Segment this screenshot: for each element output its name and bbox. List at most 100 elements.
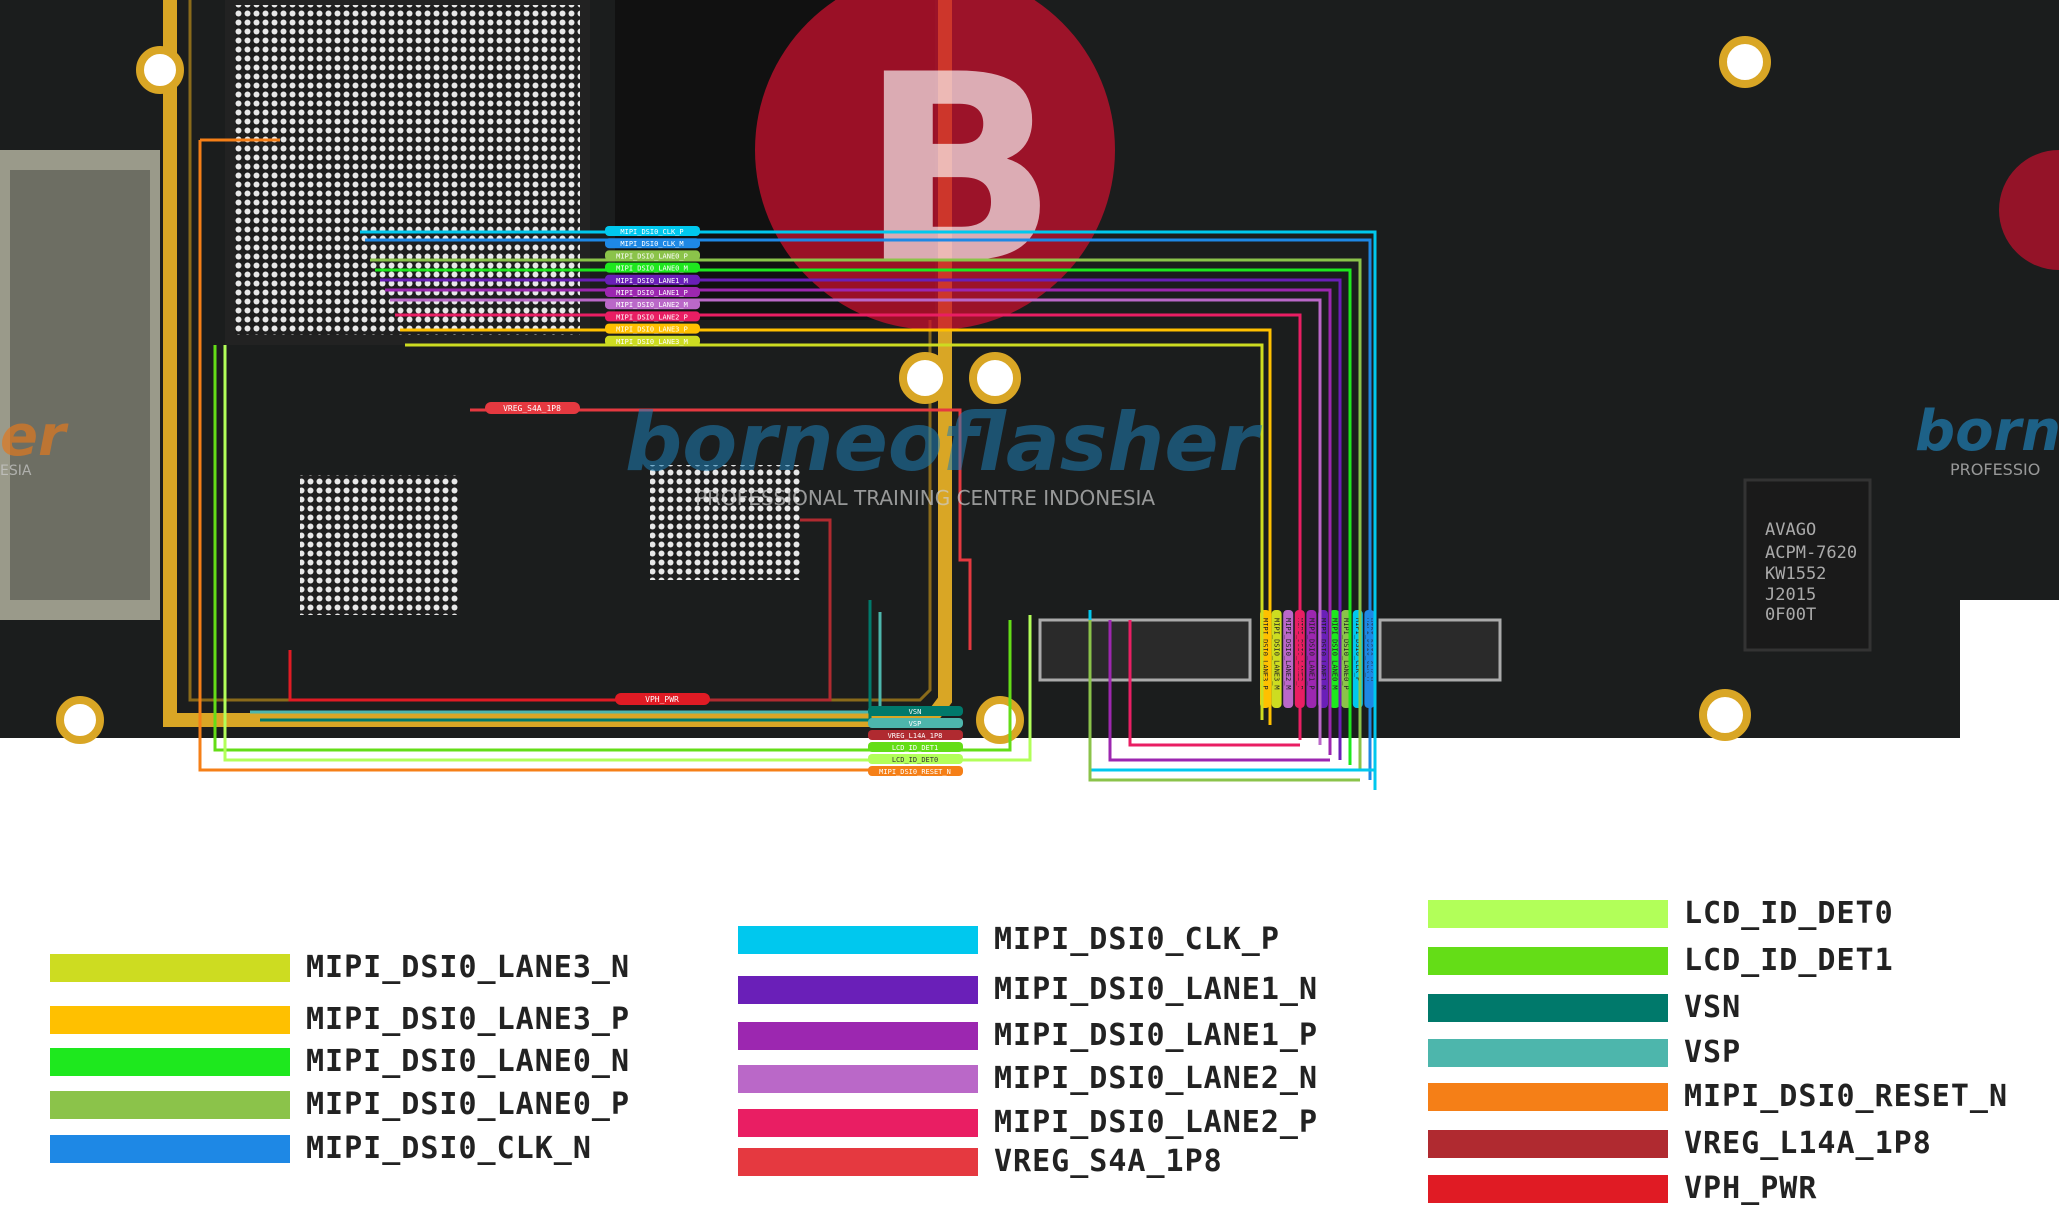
bottom-signal-tag-label: VREG_L14A_1P8 [888,732,943,740]
svg-text:B: B [860,20,1058,322]
svg-text:J2015: J2015 [1765,585,1816,605]
legend-swatch [738,925,978,954]
legend-item: VSN [1428,990,1741,1025]
legend-label: MIPI_DSI0_LANE2_N [994,1061,1319,1096]
mounting-holes [56,36,1771,744]
legend-swatch [1428,1174,1668,1203]
legend-label: MIPI_DSI0_LANE1_N [994,972,1319,1007]
right-signal-tag-label: MIPI_DSI0_LANE2_M [1284,618,1292,690]
bottom-signal-tag [868,718,963,728]
legend-label: MIPI_DSI0_CLK_P [994,922,1280,957]
svg-text:ACPM-7620: ACPM-7620 [1765,543,1857,563]
legend-swatch [50,953,290,982]
legend-label: VPH_PWR [1684,1171,1818,1206]
top-signal-tag-label: MIPI_DSI0_LANE2_P [616,313,688,321]
legend-swatch [1428,1129,1668,1158]
bottom-signal-tag-label: VSP [909,720,922,728]
top-signal-tag-label: MIPI_DSI0_CLK_M [620,240,683,248]
legend-label: MIPI_DSI0_LANE2_P [994,1105,1319,1140]
legend-swatch [50,1047,290,1076]
legend-item: VPH_PWR [1428,1171,1817,1206]
right-signal-tag-label: MIPI_DSI0_LANE0_M [1331,618,1339,690]
top-signal-tag-label: MIPI_DSI0_LANE2_M [616,301,688,309]
top-signal-tag-label: MIPI_DSI0_LANE3_M [616,338,688,346]
legend-swatch [738,975,978,1004]
legend-item: MIPI_DSI0_LANE0_N [50,1044,630,1079]
legend-label: MIPI_DSI0_LANE0_P [306,1087,631,1122]
top-signal-tag [605,274,700,285]
top-signal-tag-label: MIPI_DSI0_CLK_P [620,228,683,236]
top-signal-tag-label: MIPI_DSI0_LANE3_P [616,326,688,334]
logo-watermark [755,0,1115,330]
legend-label: MIPI_DSI0_LANE3_P [306,1002,631,1037]
brand-tagline-right: PROFESSIO [1950,460,2040,479]
top-signal-tag [605,262,700,273]
legend-swatch [50,1090,290,1119]
legend-label: VREG_S4A_1P8 [994,1144,1223,1179]
legend-label: MIPI_DSI0_CLK_N [306,1131,592,1166]
bottom-signal-tag [868,754,963,764]
legend-swatch [738,1064,978,1093]
right-signal-tag-label: MIPI_DSI0_LANE0_P [1342,618,1350,690]
top-signal-tag [605,299,700,310]
legend-swatch [738,1147,978,1176]
right-signal-tag [1283,610,1294,708]
legend-item: VREG_L14A_1P8 [1428,1126,1932,1161]
legend-label: MIPI_DSI0_LANE1_P [994,1018,1319,1053]
legend-item: VREG_S4A_1P8 [738,1144,1223,1179]
legend-swatch [50,1134,290,1163]
top-signal-tag-label: MIPI_DSI0_LANE1_M [616,277,688,285]
brand-watermark-left: er [0,404,69,469]
top-signal-tag [605,250,700,261]
legend-item: LCD_ID_DET0 [1428,896,1894,931]
legend-label: MIPI_DSI0_LANE3_N [306,950,631,985]
right-signal-tag-label: MIPI_DSI0_LANE1_P [1307,618,1315,690]
bottom-signal-tag-label: MIPI_DSI0_RESET_N [879,768,951,776]
bottom-signal-tag-label: VSN [909,708,922,716]
legend-label: MIPI_DSI0_LANE0_N [306,1044,631,1079]
top-signal-tag [605,335,700,346]
legend-item: MIPI_DSI0_LANE3_P [50,1002,630,1037]
legend-swatch [738,1021,978,1050]
legend-item: MIPI_DSI0_RESET_N [1428,1079,2008,1114]
legend-item: MIPI_DSI0_LANE0_P [50,1087,630,1122]
avago-chip [1743,478,1872,652]
legend-item: MIPI_DSI0_LANE1_N [738,972,1318,1007]
brand-watermark: borneoflasher [625,396,1263,489]
bottom-signal-tag-label: LCD_ID_DET0 [892,756,938,764]
legend-swatch [50,1005,290,1034]
pmic-bga-right [650,465,800,580]
top-signal-tag [605,311,700,322]
legend-item: MIPI_DSI0_CLK_N [50,1131,592,1166]
svg-text:AVAGO: AVAGO [1765,520,1816,540]
top-signal-tag [605,238,700,249]
bottom-signal-tag [868,766,963,776]
legend-label: LCD_ID_DET0 [1684,896,1894,931]
svg-text:KW1552: KW1552 [1765,564,1826,584]
bottom-signal-tag [868,742,963,752]
bottom-signal-tag-label: LCD_ID_DET1 [892,744,938,752]
legend-item: MIPI_DSI0_LANE3_N [50,950,630,985]
top-signal-tag-label: MIPI_DSI0_LANE1_P [616,289,688,297]
top-signal-tag [605,287,700,297]
legend-swatch [1428,946,1668,975]
right-signal-tag [1306,610,1317,708]
top-signal-tag-label: MIPI_DSI0_LANE0_P [616,252,688,260]
legend-label: VSP [1684,1035,1742,1070]
legend-item: LCD_ID_DET1 [1428,943,1894,978]
legend-item: MIPI_DSI0_LANE2_P [738,1105,1318,1140]
legend-item: MIPI_DSI0_LANE2_N [738,1061,1318,1096]
legend-label: MIPI_DSI0_RESET_N [1684,1079,2009,1114]
pmic-bga-left [300,475,460,615]
right-signal-tag-label: MIPI_DSI0_LANE3_P [1261,618,1269,690]
vph-pwr-label: VPH_PWR [645,695,679,704]
right-signal-tag-label: MIPI_DSI0_LANE3_M [1273,618,1281,690]
legend-swatch [1428,1082,1668,1111]
legend-item: MIPI_DSI0_LANE1_P [738,1018,1318,1053]
bottom-signal-tag [868,706,963,716]
brand-tagline-left: ESIA [0,463,32,479]
legend-swatch [738,1108,978,1137]
brand-tagline: PROFESSIONAL TRAINING CENTRE INDONESIA [695,486,1155,510]
right-signal-tag [1271,610,1282,708]
